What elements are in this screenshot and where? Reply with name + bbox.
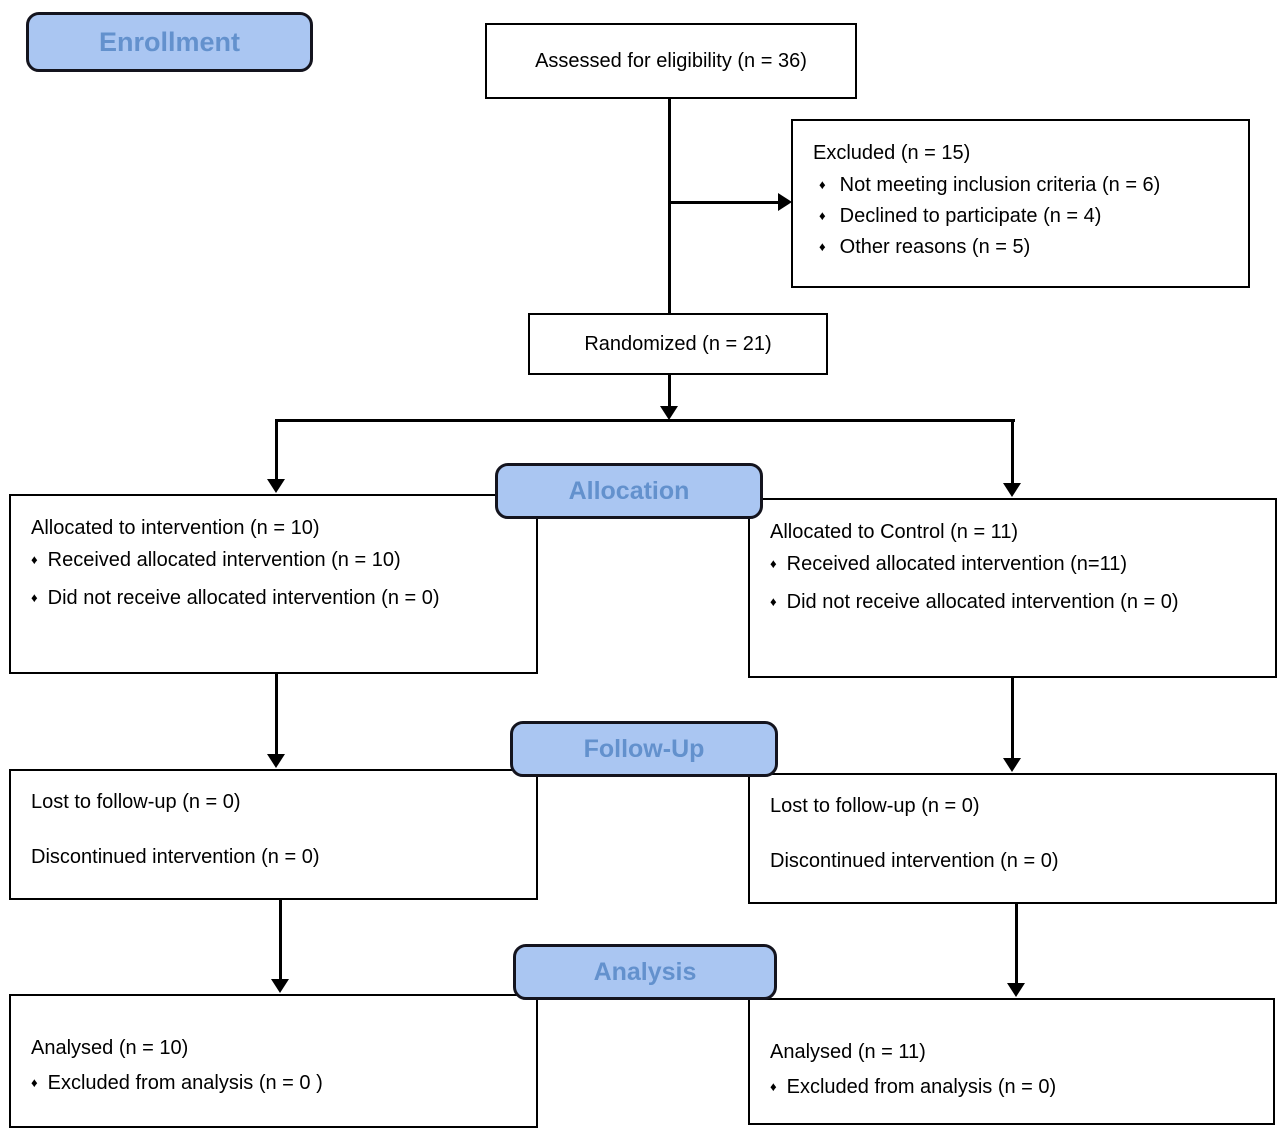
arrowhead-analysis-right bbox=[1007, 983, 1025, 997]
diamond-bullet-icon: ♦ bbox=[31, 552, 38, 567]
analysis-left-title: Analysed (n = 10) bbox=[31, 1037, 189, 1059]
analysis-right-title: Analysed (n = 11) bbox=[770, 1041, 926, 1063]
alloc-left-item-text: Received allocated intervention (n = 10) bbox=[47, 549, 401, 571]
stage-badge-analysis: Analysis bbox=[513, 944, 777, 1000]
alloc-right-item: ♦ Did not receive allocated intervention… bbox=[770, 590, 1261, 614]
connector-alloc-to-followup-right bbox=[1011, 678, 1014, 758]
box-allocated-control: Allocated to Control (n = 11) ♦ Received… bbox=[748, 498, 1277, 678]
box-assessed-eligibility: Assessed for eligibility (n = 36) bbox=[485, 23, 857, 99]
randomized-text: Randomized (n = 21) bbox=[584, 333, 772, 355]
analysis-right-item: ♦ Excluded from analysis (n = 0) bbox=[770, 1075, 1259, 1099]
connector-split-to-alloc-right bbox=[1011, 419, 1014, 483]
arrowhead-analysis-left bbox=[271, 979, 289, 993]
alloc-left-item: ♦ Received allocated intervention (n = 1… bbox=[31, 548, 522, 572]
excluded-item-text: Other reasons (n = 5) bbox=[839, 236, 1031, 258]
arrowhead-excluded bbox=[778, 193, 792, 211]
alloc-right-item-text: Received allocated intervention (n=11) bbox=[786, 553, 1128, 575]
followup-right-line: Lost to follow-up (n = 0) bbox=[770, 795, 980, 817]
stage-badge-followup: Follow-Up bbox=[510, 721, 778, 777]
excluded-item-text: Not meeting inclusion criteria (n = 6) bbox=[839, 174, 1161, 196]
alloc-left-title: Allocated to intervention (n = 10) bbox=[31, 517, 320, 539]
box-analysed-control: Analysed (n = 11) ♦ Excluded from analys… bbox=[748, 998, 1275, 1125]
connector-split-horizontal bbox=[276, 419, 1015, 422]
diamond-bullet-icon: ♦ bbox=[819, 239, 826, 254]
diamond-bullet-icon: ♦ bbox=[31, 1075, 38, 1090]
assessed-text: Assessed for eligibility (n = 36) bbox=[535, 50, 807, 72]
arrowhead-followup-left bbox=[267, 754, 285, 768]
alloc-right-item: ♦ Received allocated intervention (n=11) bbox=[770, 552, 1261, 576]
arrowhead-followup-right bbox=[1003, 758, 1021, 772]
alloc-left-item-text: Did not receive allocated intervention (… bbox=[47, 587, 440, 609]
stage-badge-allocation: Allocation bbox=[495, 463, 763, 519]
connector-alloc-to-followup-left bbox=[275, 674, 278, 754]
followup-left-line: Lost to follow-up (n = 0) bbox=[31, 791, 241, 813]
analysis-left-item-text: Excluded from analysis (n = 0 ) bbox=[47, 1072, 323, 1094]
excluded-item: ♦ Declined to participate (n = 4) bbox=[813, 204, 1234, 228]
diamond-bullet-icon: ♦ bbox=[31, 590, 38, 605]
box-randomized: Randomized (n = 21) bbox=[528, 313, 828, 375]
followup-left-line: Discontinued intervention (n = 0) bbox=[31, 846, 320, 868]
diamond-bullet-icon: ♦ bbox=[770, 1079, 777, 1094]
analysis-right-item-text: Excluded from analysis (n = 0) bbox=[786, 1076, 1057, 1098]
connector-assessed-to-randomized bbox=[668, 97, 671, 314]
diamond-bullet-icon: ♦ bbox=[770, 556, 777, 571]
connector-followup-to-analysis-right bbox=[1015, 904, 1018, 983]
box-analysed-intervention: Analysed (n = 10) ♦ Excluded from analys… bbox=[9, 994, 538, 1128]
excluded-item: ♦ Other reasons (n = 5) bbox=[813, 235, 1234, 259]
alloc-right-title: Allocated to Control (n = 11) bbox=[770, 521, 1019, 543]
diamond-bullet-icon: ♦ bbox=[819, 177, 826, 192]
connector-branch-to-excluded bbox=[668, 201, 780, 204]
connector-split-to-alloc-left bbox=[275, 419, 278, 479]
box-allocated-intervention: Allocated to intervention (n = 10) ♦ Rec… bbox=[9, 494, 538, 674]
stage-badge-enrollment: Enrollment bbox=[26, 12, 313, 72]
alloc-right-item-text: Did not receive allocated intervention (… bbox=[786, 591, 1179, 613]
connector-followup-to-analysis-left bbox=[279, 900, 282, 979]
diamond-bullet-icon: ♦ bbox=[770, 594, 777, 609]
followup-right-line: Discontinued intervention (n = 0) bbox=[770, 850, 1059, 872]
arrowhead-alloc-right bbox=[1003, 483, 1021, 497]
analysis-left-item: ♦ Excluded from analysis (n = 0 ) bbox=[31, 1071, 522, 1095]
connector-randomized-to-split bbox=[668, 375, 671, 409]
diamond-bullet-icon: ♦ bbox=[819, 208, 826, 223]
arrowhead-alloc-left bbox=[267, 479, 285, 493]
excluded-item: ♦ Not meeting inclusion criteria (n = 6) bbox=[813, 173, 1234, 197]
excluded-title: Excluded (n = 15) bbox=[813, 142, 971, 164]
arrowhead-split bbox=[660, 406, 678, 420]
box-followup-intervention: Lost to follow-up (n = 0) Discontinued i… bbox=[9, 769, 538, 900]
box-excluded: Excluded (n = 15) ♦ Not meeting inclusio… bbox=[791, 119, 1250, 288]
excluded-item-text: Declined to participate (n = 4) bbox=[839, 205, 1102, 227]
alloc-left-item: ♦ Did not receive allocated intervention… bbox=[31, 586, 522, 610]
box-followup-control: Lost to follow-up (n = 0) Discontinued i… bbox=[748, 773, 1277, 904]
